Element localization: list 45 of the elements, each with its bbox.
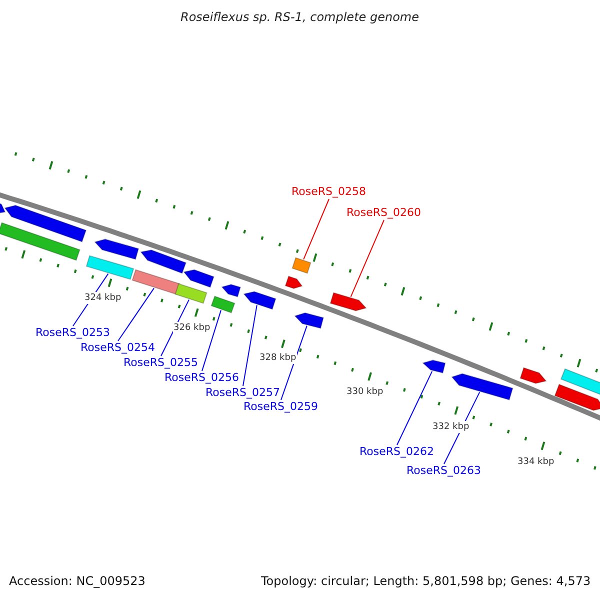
gene-feature-shape xyxy=(520,367,547,384)
gene-label: RoseRS_0258 xyxy=(292,186,366,198)
scale-label: 328 kbp xyxy=(258,352,298,364)
gene-block xyxy=(174,283,208,304)
gene-feature-shape xyxy=(183,269,214,288)
leader-line xyxy=(280,325,308,400)
gene-feature-shape xyxy=(422,360,446,374)
scale-label: 334 kbp xyxy=(516,456,556,468)
gene-feature-shape xyxy=(451,373,514,400)
gene-block xyxy=(132,269,180,295)
gene-feature-shape xyxy=(243,291,276,310)
gene-feature-shape xyxy=(4,204,87,242)
gene-label: RoseRS_0256 xyxy=(164,372,239,384)
leader-line xyxy=(350,220,384,298)
gene-feature-shape xyxy=(221,284,242,298)
gene-block xyxy=(0,222,80,261)
gene-feature-shape xyxy=(294,312,324,329)
gene-block xyxy=(86,255,134,280)
gene-block xyxy=(210,296,236,314)
scale-label: 326 kbp xyxy=(172,322,212,334)
gene-feature-shape xyxy=(94,238,140,260)
gene-label: RoseRS_0262 xyxy=(360,446,434,458)
gene-block xyxy=(292,257,312,274)
leader-line xyxy=(118,288,154,342)
gene-feature-shape xyxy=(284,276,303,290)
scale-label: 332 kbp xyxy=(432,421,470,433)
scale-label: 330 kbp xyxy=(346,386,384,398)
gene-label: RoseRS_0259 xyxy=(244,401,318,413)
gene-feature-shape xyxy=(330,292,367,312)
gene-label: RoseRS_0253 xyxy=(36,327,110,339)
gene-label: RoseRS_0260 xyxy=(346,207,421,219)
gene-label: RoseRS_0263 xyxy=(406,465,481,477)
leader-line xyxy=(242,304,258,386)
scale-label: 324 kbp xyxy=(84,292,122,304)
gene-block xyxy=(560,368,600,396)
gene-label: RoseRS_0254 xyxy=(80,342,155,354)
leader-line xyxy=(396,370,433,446)
gene-feature-shape xyxy=(554,384,600,411)
gene-label: RoseRS_0257 xyxy=(206,387,280,399)
leader-line xyxy=(303,198,330,260)
gene-feature-shape xyxy=(140,249,187,274)
accession-text: Accession: NC_009523 xyxy=(9,575,146,587)
gene-label: RoseRS_0255 xyxy=(124,357,198,369)
title: Roseiflexus sp. RS-1, complete genome xyxy=(180,11,419,23)
genome-summary-text: Topology: circular; Length: 5,801,598 bp; Genes: 4,573 xyxy=(261,575,591,587)
